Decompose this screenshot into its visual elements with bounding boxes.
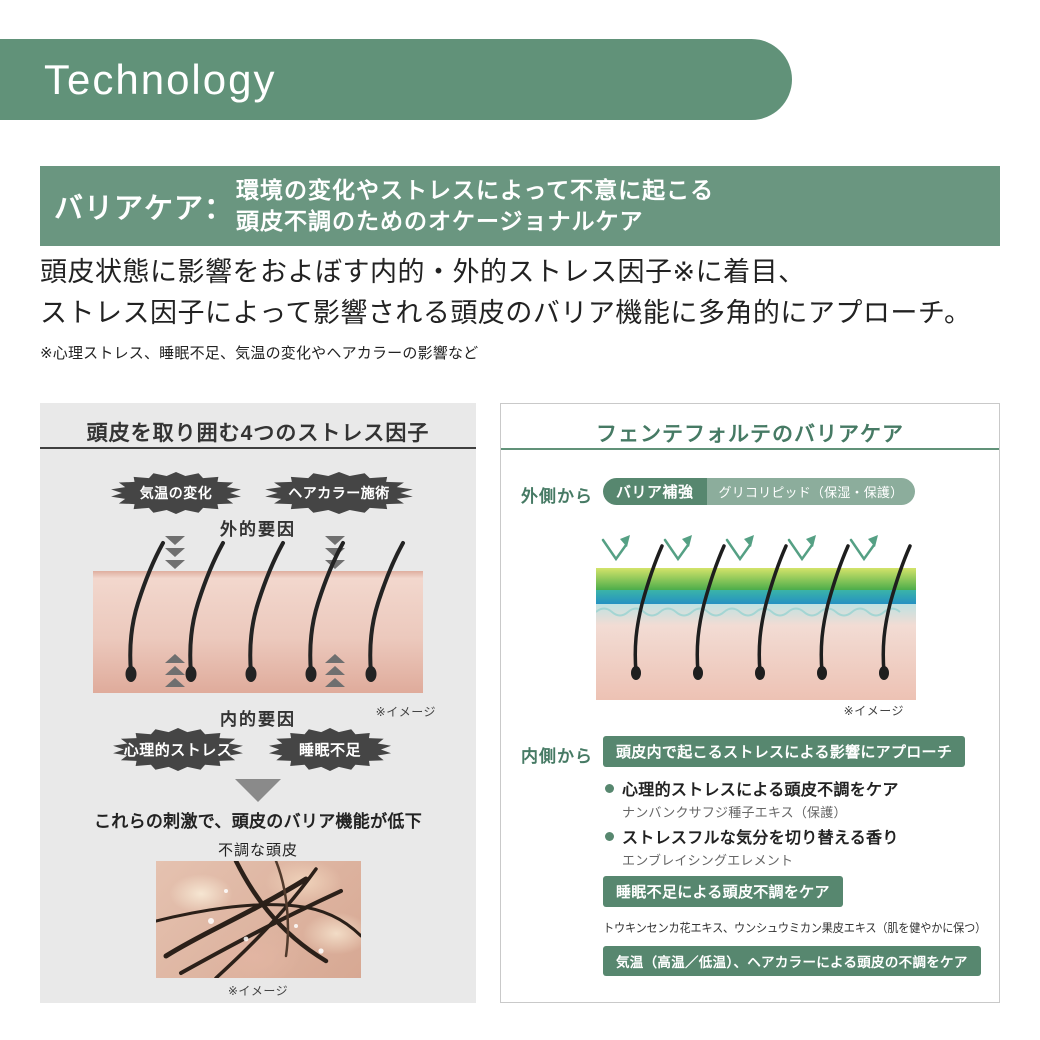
bullet-title: 心理的ストレスによる頭皮不調をケア — [622, 782, 899, 799]
barrier-arrow-icons — [601, 538, 876, 562]
image-note: ※イメージ — [227, 984, 289, 998]
scalp-illustration — [93, 541, 423, 693]
burst-haircolor: ヘアカラー施術 — [265, 472, 413, 514]
page-title: Technology — [44, 55, 277, 103]
barrier-badge-detail: グリコリピッド（保湿・保護） — [706, 478, 916, 505]
burst-mental-stress: 心理的ストレス — [113, 728, 243, 771]
inner-approach-badge: 頭皮内で起こるストレスによる影響にアプローチ — [603, 736, 966, 767]
barrier-reinforce-pill: バリア補強 グリコリピッド（保湿・保護） — [603, 478, 916, 505]
banner-label: バリアケア： — [54, 193, 235, 225]
technology-header: Technology — [0, 39, 792, 120]
barrier-care-banner: バリアケア： 環境の変化やストレスによって不意に起こる 頭皮不調のためのオケージ… — [40, 166, 1000, 246]
inner-care-label: 内側から — [521, 747, 593, 766]
bullet-dot-icon — [605, 831, 614, 841]
barrier-decline-text: これらの刺激で、頭皮のバリア機能が低下 — [93, 812, 423, 831]
banner-lines: 環境の変化やストレスによって不意に起こる 頭皮不調のためのオケージョナルケア — [236, 175, 714, 237]
barrier-care-panel: フェンテフォルテのバリアケア 外側から バリア補強 グリコリピッド（保湿・保護） — [500, 403, 1000, 1003]
stress-panel-title: 頭皮を取り囲む4つのストレス因子 — [86, 422, 430, 445]
intro-line-1: 頭皮状態に影響をおよぼす内的・外的ストレス因子※に着目、 — [40, 257, 806, 287]
down-arrows-icon — [325, 533, 345, 569]
barrier-badge: バリア補強 — [603, 478, 707, 505]
down-triangle-icon — [235, 779, 281, 802]
damaged-scalp-photo — [156, 861, 361, 978]
ingredients-text: トウキンセンカ花エキス、ウンシュウミカン果皮エキス（肌を健やかに保つ） — [603, 921, 987, 935]
intro-footnote: ※心理ストレス、睡眠不足、気温の変化やヘアカラーの影響など — [40, 345, 479, 362]
damaged-scalp-label: 不調な頭皮 — [217, 842, 298, 859]
burst-temperature: 気温の変化 — [111, 472, 241, 514]
banner-line-1: 環境の変化やストレスによって不意に起こる — [236, 177, 715, 203]
care-bullet-1: 心理的ストレスによる頭皮不調をケア — [605, 776, 899, 800]
temperature-care-badge: 気温（高温／低温）、ヘアカラーによる頭皮の不調をケア — [603, 946, 981, 976]
burst-sleep: 睡眠不足 — [268, 728, 392, 771]
image-note: ※イメージ — [843, 704, 904, 718]
banner-line-2: 頭皮不調のためのオケージョナルケア — [236, 208, 644, 234]
intro-copy: 頭皮状態に影響をおよぼす内的・外的ストレス因子※に着目、 ストレス因子によって影… — [40, 252, 972, 363]
image-note: ※イメージ — [375, 705, 436, 719]
bullet-sub: ナンバンクサフジ種子エキス（保護） — [622, 805, 847, 820]
sleep-care-badge: 睡眠不足による頭皮不調をケア — [603, 876, 843, 907]
external-factor-label: 外的要因 — [220, 520, 296, 539]
title-underline — [501, 448, 999, 450]
down-arrows-icon — [165, 533, 185, 569]
intro-line-2: ストレス因子によって影響される頭皮のバリア機能に多角的にアプローチ。 — [40, 298, 972, 328]
scalp-photo-strands — [156, 861, 361, 978]
internal-factor-label: 内的要因 — [220, 710, 296, 729]
stress-factors-panel: 頭皮を取り囲む4つのストレス因子 気温の変化 ヘアカラー施術 外的要因 — [40, 403, 476, 1003]
title-underline — [40, 447, 476, 449]
bullet-title: ストレスフルな気分を切り替える香り — [622, 830, 899, 847]
care-panel-title: フェンテフォルテのバリアケア — [596, 423, 904, 446]
up-arrows-icon — [165, 651, 185, 687]
care-bullet-2: ストレスフルな気分を切り替える香り — [605, 824, 899, 848]
bullet-dot-icon — [605, 783, 614, 793]
up-arrows-icon — [325, 651, 345, 687]
bullet-sub: エンブレイシングエレメント — [622, 853, 794, 868]
outer-care-label: 外側から — [521, 487, 593, 506]
barrier-illustration — [596, 535, 916, 700]
